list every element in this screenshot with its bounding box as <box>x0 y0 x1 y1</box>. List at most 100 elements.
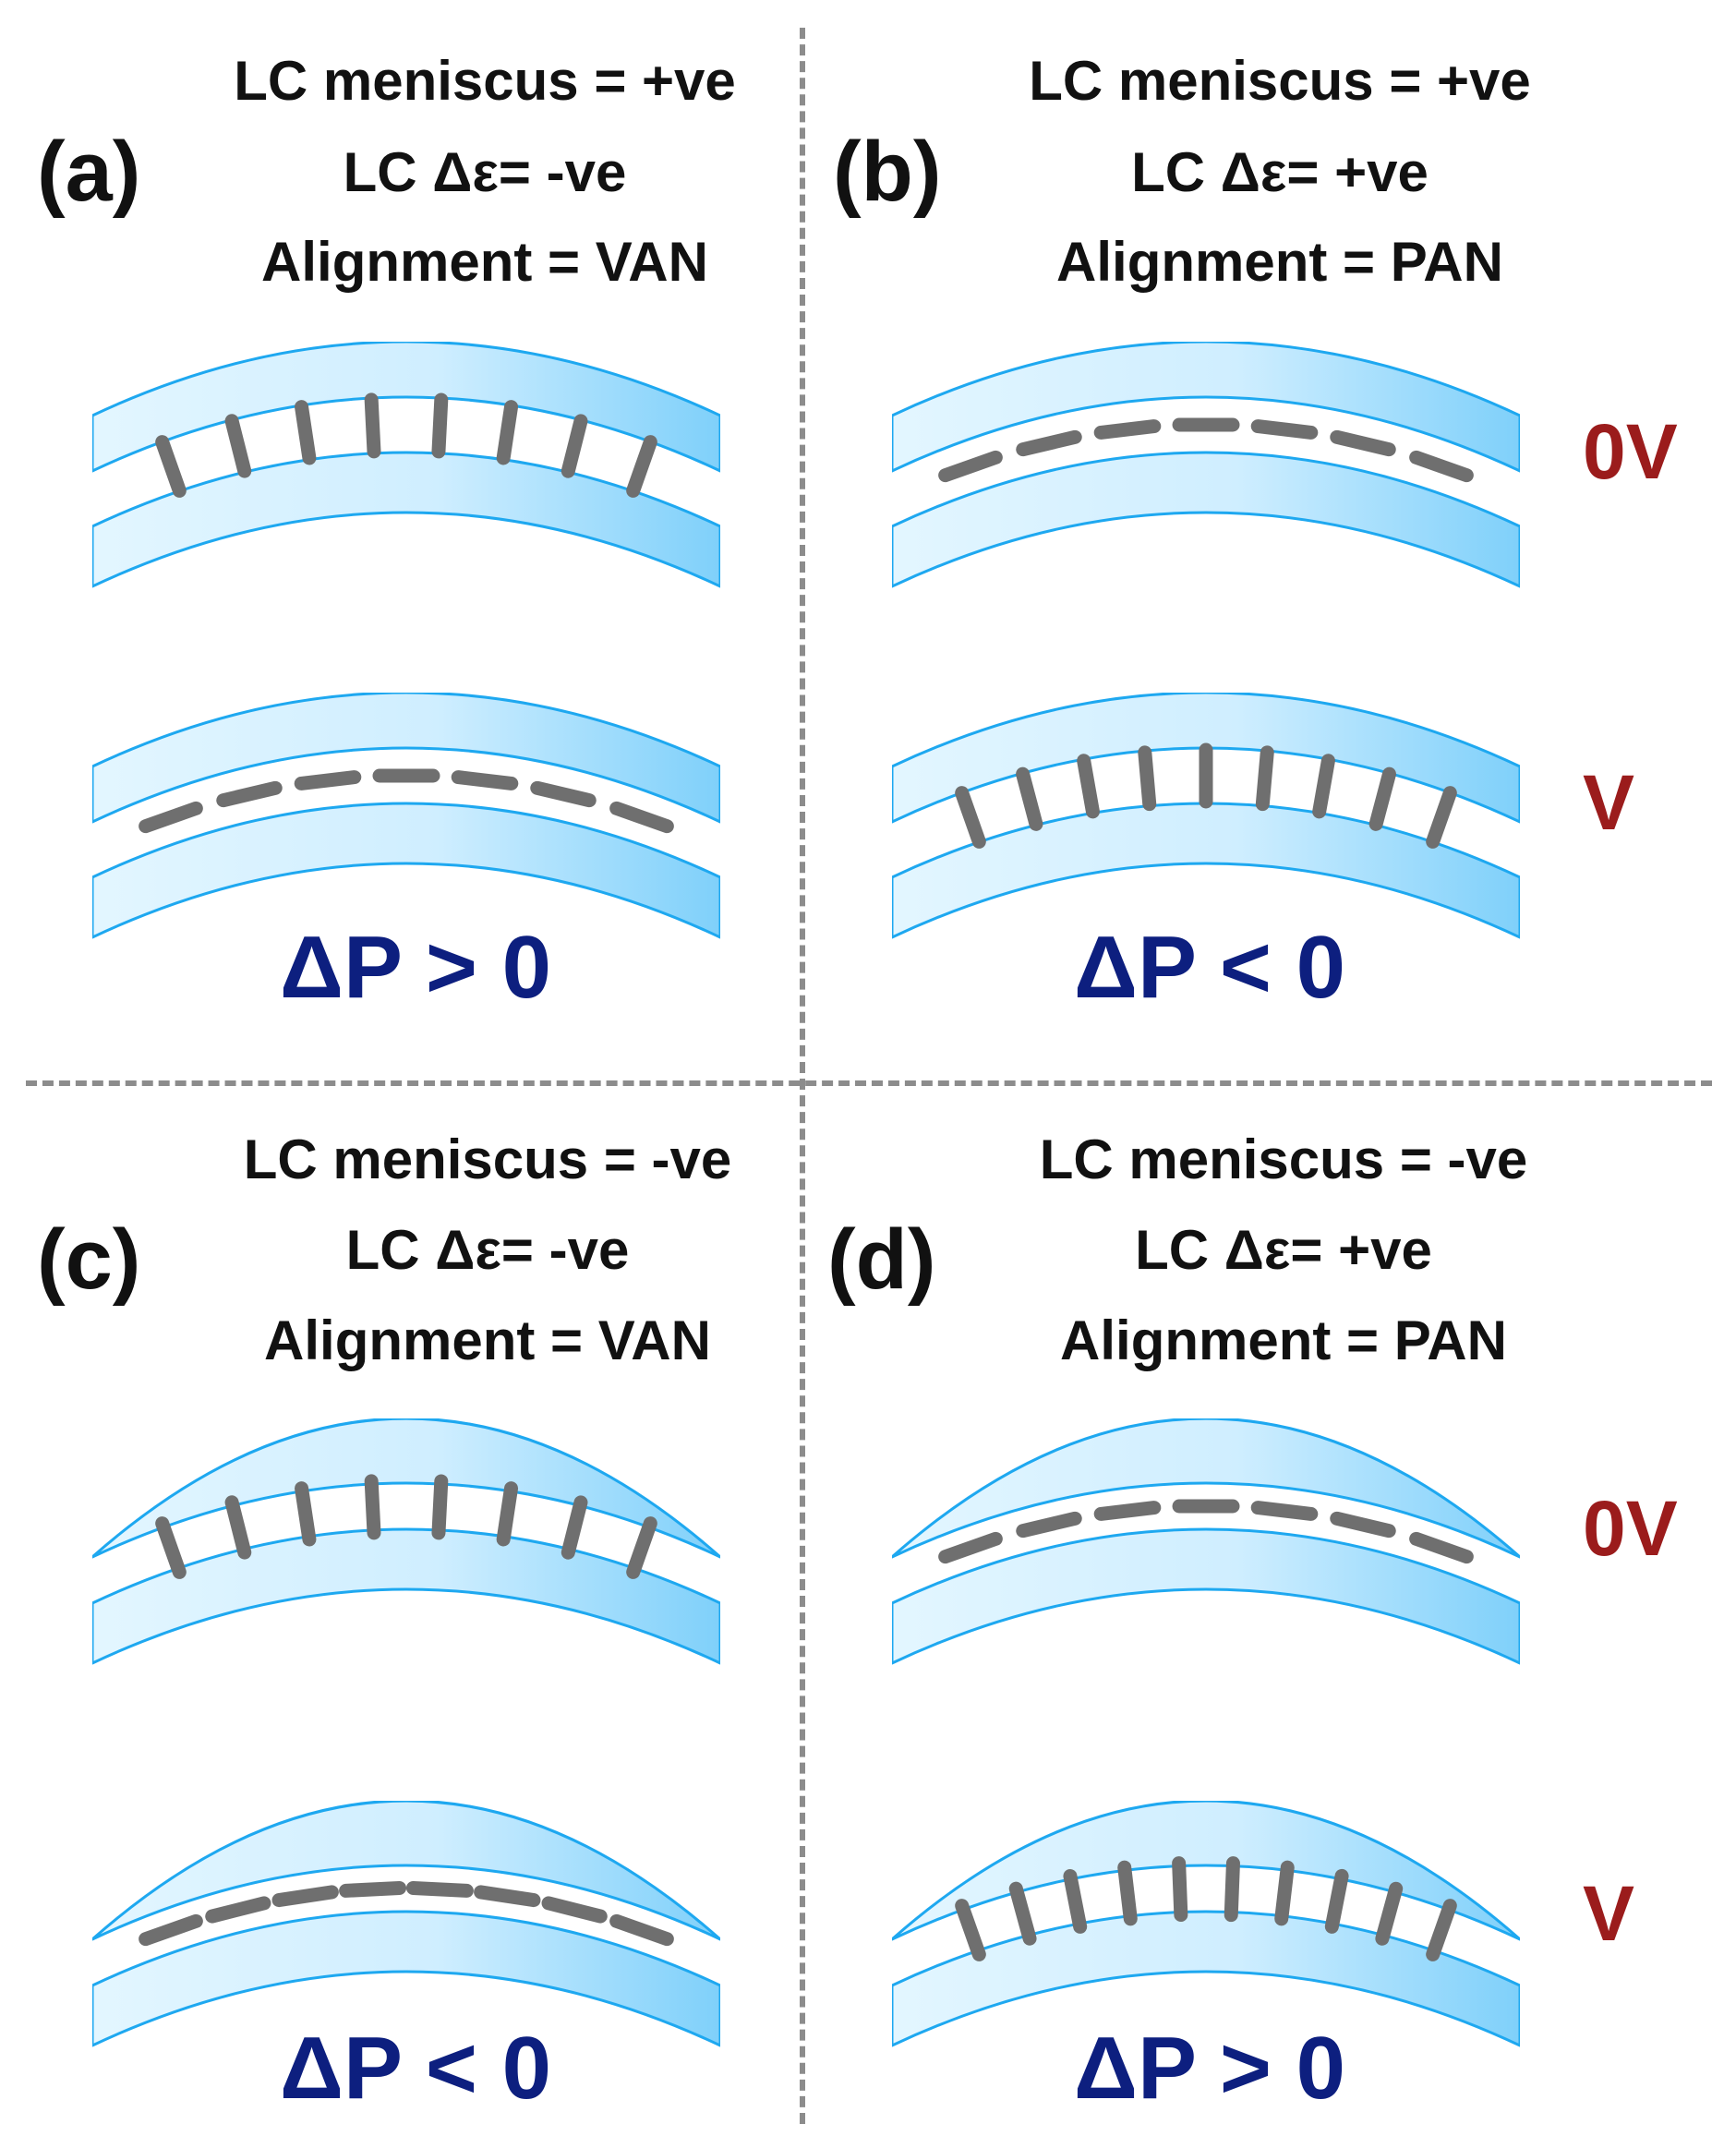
lc-molecule <box>1016 429 1082 457</box>
panel-d-cell-v <box>890 1799 1522 2064</box>
panel-a-delta-p: ΔP > 0 <box>279 918 552 1017</box>
lower-substrate <box>90 1527 722 1665</box>
lc-molecule <box>1409 1531 1474 1564</box>
lc-molecule <box>938 450 1003 483</box>
lc-molecule <box>271 1885 339 1908</box>
panel-a-cell-v <box>90 691 722 942</box>
lc-molecule <box>1250 419 1319 440</box>
lc-molecule <box>295 1481 317 1547</box>
lc-molecule <box>1077 754 1100 819</box>
panel-b-delta-eps: LC Δε= +ve <box>1131 141 1429 203</box>
lc-molecule <box>339 1880 407 1898</box>
lc-molecule <box>1255 745 1274 812</box>
panel-c-delta-eps: LC Δε= -ve <box>345 1219 630 1281</box>
lc-molecule <box>955 1899 986 1961</box>
lc-molecule <box>139 1913 203 1947</box>
panel-d-delta-eps: LC Δε= +ve <box>1135 1219 1432 1281</box>
lc-molecule <box>1375 1881 1404 1946</box>
panel-a-alignment: Alignment = VAN <box>261 231 708 293</box>
lc-molecule <box>474 1885 541 1908</box>
lc-molecule <box>155 1516 187 1579</box>
panel-b-alignment: Alignment = PAN <box>1056 231 1503 293</box>
lc-molecule <box>216 780 283 808</box>
lc-molecule <box>451 770 519 790</box>
lc-molecule <box>295 400 317 465</box>
lc-molecule <box>431 1474 449 1540</box>
lc-molecule <box>1016 1511 1082 1539</box>
panel-c-cell-0v-graphic <box>90 1417 722 1665</box>
lc-molecule <box>1224 1856 1240 1923</box>
lc-molecule <box>1138 745 1157 812</box>
panel-a-cell-0v-graphic <box>90 340 722 588</box>
lc-molecule <box>955 786 986 849</box>
lc-molecule <box>626 1516 657 1579</box>
panel-d-meniscus: LC meniscus = -ve <box>1039 1128 1528 1190</box>
lc-molecule <box>1324 1868 1349 1934</box>
lc-molecule <box>431 392 449 459</box>
voltage-label-bottom-0v: 0V <box>1583 1485 1678 1572</box>
lc-molecule <box>609 801 674 834</box>
lc-molecule <box>1426 1899 1457 1961</box>
lc-molecule <box>561 414 588 478</box>
lower-substrate <box>890 451 1522 588</box>
lc-molecule <box>139 801 203 834</box>
horizontal-divider <box>26 1080 1712 1086</box>
panel-a-meniscus: LC meniscus = +ve <box>234 50 736 112</box>
panel-c-delta-p: ΔP < 0 <box>279 2019 552 2118</box>
lc-molecule <box>541 1896 608 1924</box>
lc-molecule <box>1250 1501 1319 1521</box>
panel-b-cell-0v <box>890 340 1522 591</box>
upper-substrate <box>890 1799 1522 1941</box>
lc-molecule <box>1274 1860 1295 1926</box>
lower-substrate <box>90 451 722 588</box>
panel-a-label: (a) <box>37 125 141 219</box>
vertical-divider <box>800 28 805 2124</box>
lc-molecule <box>1312 754 1335 819</box>
voltage-label-bottom-v: V <box>1583 1870 1635 1957</box>
panel-d-alignment: Alignment = PAN <box>1060 1309 1507 1371</box>
lc-molecule <box>1330 429 1396 457</box>
lc-molecule <box>1093 1501 1162 1521</box>
voltage-label-top-v: V <box>1583 759 1635 846</box>
panel-d-cell-0v <box>890 1417 1522 1682</box>
lc-molecule <box>1117 1860 1138 1926</box>
lc-molecule <box>1330 1511 1396 1539</box>
panel-b-cell-v-graphic <box>890 691 1522 939</box>
panel-d-cell-0v-graphic <box>890 1417 1522 1665</box>
lc-molecule <box>1016 766 1043 831</box>
lc-molecule <box>496 1481 519 1547</box>
panel-d-label: (d) <box>827 1213 936 1307</box>
lc-molecule <box>224 1495 252 1560</box>
lc-molecule <box>1409 450 1474 483</box>
panel-a-cell-0v <box>90 340 722 591</box>
lc-molecule <box>224 414 252 478</box>
lc-molecule <box>530 780 597 808</box>
lc-molecule <box>1426 786 1457 849</box>
panel-d-delta-p: ΔP > 0 <box>1073 2019 1346 2118</box>
lc-molecule <box>294 770 362 790</box>
panel-c-alignment: Alignment = VAN <box>264 1309 711 1371</box>
lc-molecule <box>405 1880 474 1898</box>
panel-a-delta-eps: LC Δε= -ve <box>343 141 627 203</box>
panel-b-cell-v <box>890 691 1522 942</box>
lc-molecule <box>938 1531 1003 1564</box>
panel-c-cell-0v <box>90 1417 722 1682</box>
panel-b-label: (b) <box>833 125 942 219</box>
lc-molecule <box>1368 766 1396 831</box>
panel-b-cell-0v-graphic <box>890 340 1522 588</box>
panel-b-meniscus: LC meniscus = +ve <box>1029 50 1531 112</box>
lc-molecule <box>364 1474 381 1540</box>
lc-molecule <box>364 392 381 459</box>
lc-molecule <box>609 1913 674 1947</box>
panel-c-meniscus: LC meniscus = -ve <box>243 1128 732 1190</box>
lc-molecule <box>1093 419 1162 440</box>
lc-molecule <box>626 435 657 498</box>
panel-a-cell-v-graphic <box>90 691 722 939</box>
voltage-label-top-0v: 0V <box>1583 408 1678 495</box>
lc-molecule <box>155 435 187 498</box>
upper-substrate <box>890 1417 1522 1559</box>
lc-molecule <box>561 1495 588 1560</box>
panel-c-label: (c) <box>37 1213 141 1307</box>
lc-molecule <box>1172 1856 1188 1923</box>
upper-substrate <box>90 1799 722 1941</box>
